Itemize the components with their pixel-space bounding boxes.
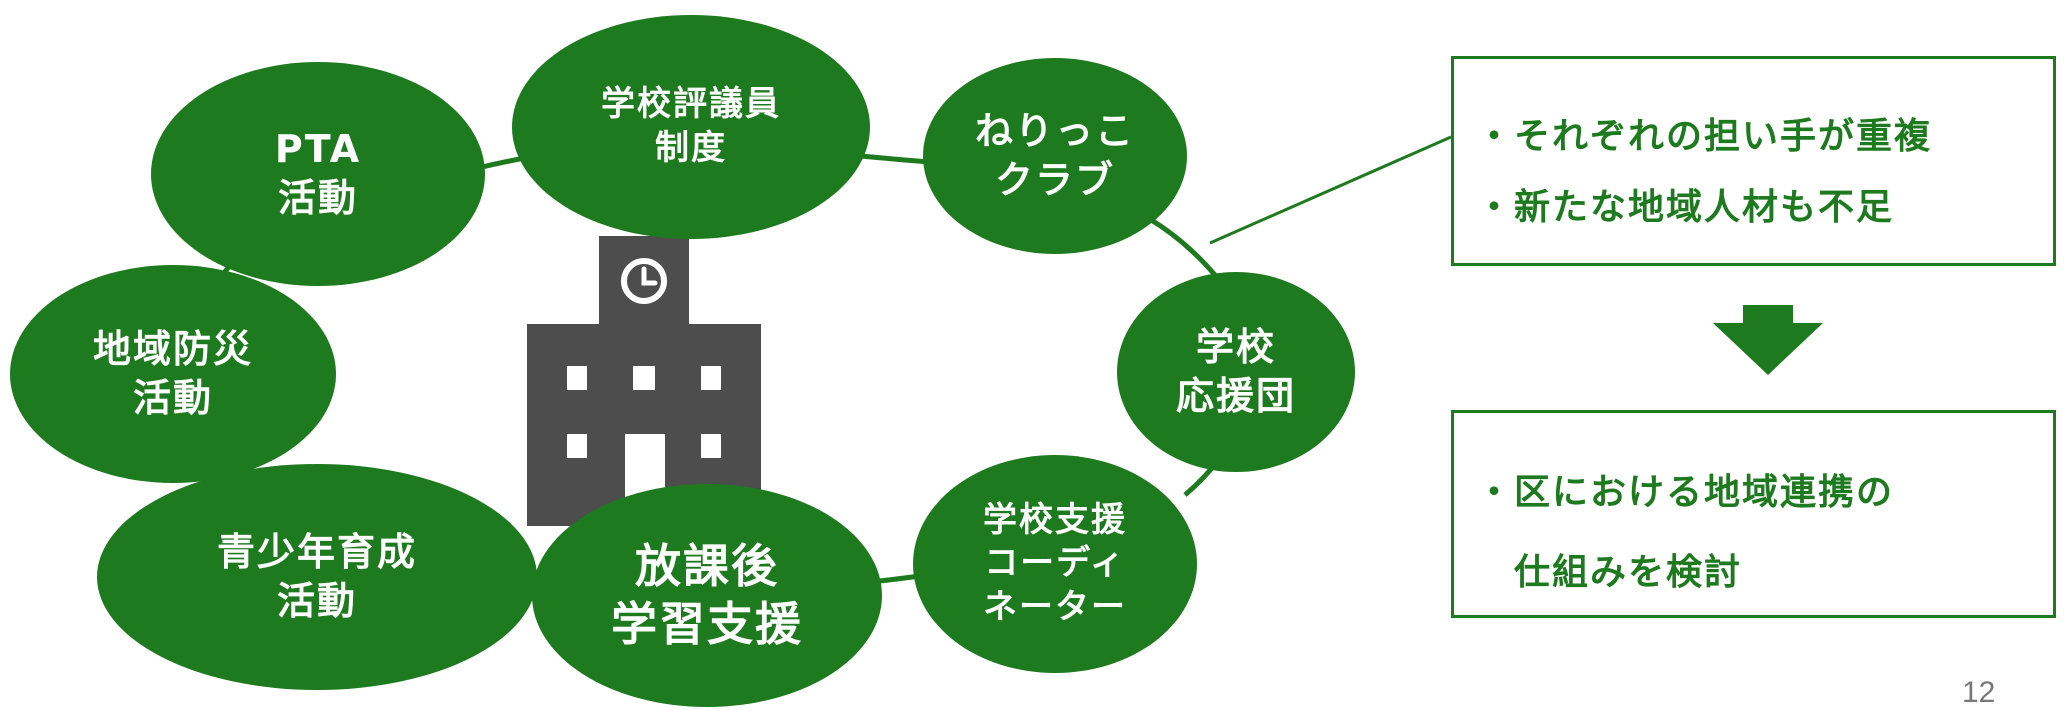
page-number: 12 xyxy=(1962,676,1996,709)
node-community-disaster-prevention: 地域防災 活動 xyxy=(10,265,336,483)
node-coordinator-line3: ネーター xyxy=(983,586,1127,627)
node-after-school-learning: 放課後 学習支援 xyxy=(532,484,882,707)
arrow-down-icon xyxy=(1713,305,1823,375)
node-nerikko-club: ねりっこ クラブ xyxy=(923,58,1187,254)
node-disaster-line2: 活動 xyxy=(132,376,213,420)
issue-shortage: ・新たな地域人材も不足 xyxy=(1476,187,1895,228)
node-support-group-line2: 応援団 xyxy=(1175,374,1296,418)
node-after-school-line2: 学習支援 xyxy=(611,596,803,651)
node-youth-line2: 活動 xyxy=(276,579,357,623)
proposal-line1: ・区における地域連携の xyxy=(1476,472,1895,513)
node-school-support-group: 学校 応援団 xyxy=(1117,272,1355,472)
node-coordinator-line1: 学校支援 xyxy=(983,499,1127,540)
issues-box: ・それぞれの担い手が重複 ・新たな地域人材も不足 xyxy=(1451,56,2056,266)
issue-overlap: ・それぞれの担い手が重複 xyxy=(1476,116,1933,157)
node-school-council: 学校評議員 制度 xyxy=(512,15,870,239)
node-nerikko-line1: ねりっこ xyxy=(974,108,1135,153)
node-school-support-coordinator: 学校支援 コーディ ネーター xyxy=(913,455,1197,673)
node-youth-development: 青少年育成 活動 xyxy=(97,464,537,690)
school-building-icon xyxy=(527,236,761,526)
node-pta-line2: 活動 xyxy=(277,176,358,220)
node-disaster-line1: 地域防災 xyxy=(92,326,253,371)
node-coordinator-line2: コーディ xyxy=(984,543,1126,584)
node-school-council-line1: 学校評議員 xyxy=(601,84,781,125)
node-after-school-line1: 放課後 xyxy=(635,539,779,593)
node-nerikko-line2: クラブ xyxy=(994,158,1115,202)
node-school-council-line2: 制度 xyxy=(655,128,727,168)
node-pta-activities: PTA 活動 xyxy=(151,62,485,286)
node-youth-line1: 青少年育成 xyxy=(216,529,417,574)
proposal-box: ・区における地域連携の 仕組みを検討 xyxy=(1451,410,2056,618)
node-pta-line1: PTA xyxy=(274,126,362,171)
proposal-line2: 仕組みを検討 xyxy=(1514,552,1743,593)
node-support-group-line1: 学校 xyxy=(1195,324,1276,369)
